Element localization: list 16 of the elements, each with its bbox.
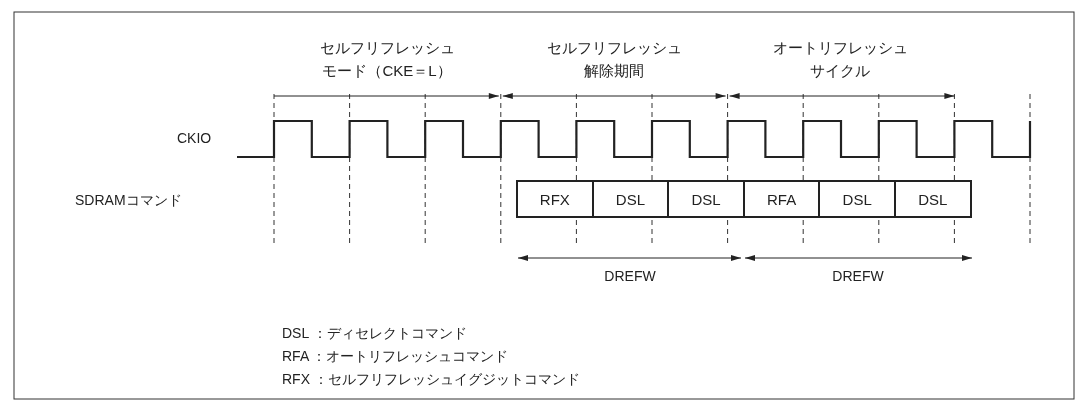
dimension-label: DREFW (604, 267, 656, 286)
command-cell: DSL (894, 180, 972, 218)
command-cell: DSL (591, 180, 670, 218)
abbreviation-note: DSL ：ディセレクトコマンド (282, 324, 467, 343)
signal-name: CKIO (177, 129, 212, 148)
abbreviation-note: RFX ：セルフリフレッシュイグジットコマンド (282, 370, 580, 389)
command-cell: DSL (818, 180, 896, 218)
period-label: オートリフレッシュサイクル (771, 38, 909, 81)
dimension-label: DREFW (832, 267, 884, 286)
command-cell: RFA (742, 180, 821, 218)
command-cell: RFX (516, 180, 594, 218)
period-label: セルフリフレッシュモード（CKE＝L） (318, 38, 456, 81)
abbreviation-note: RFA ：オートリフレッシュコマンド (282, 347, 509, 366)
command-cell: DSL (667, 180, 745, 218)
period-label: セルフリフレッシュ解除期間 (545, 38, 683, 81)
signal-name: SDRAMコマンド (75, 191, 182, 210)
